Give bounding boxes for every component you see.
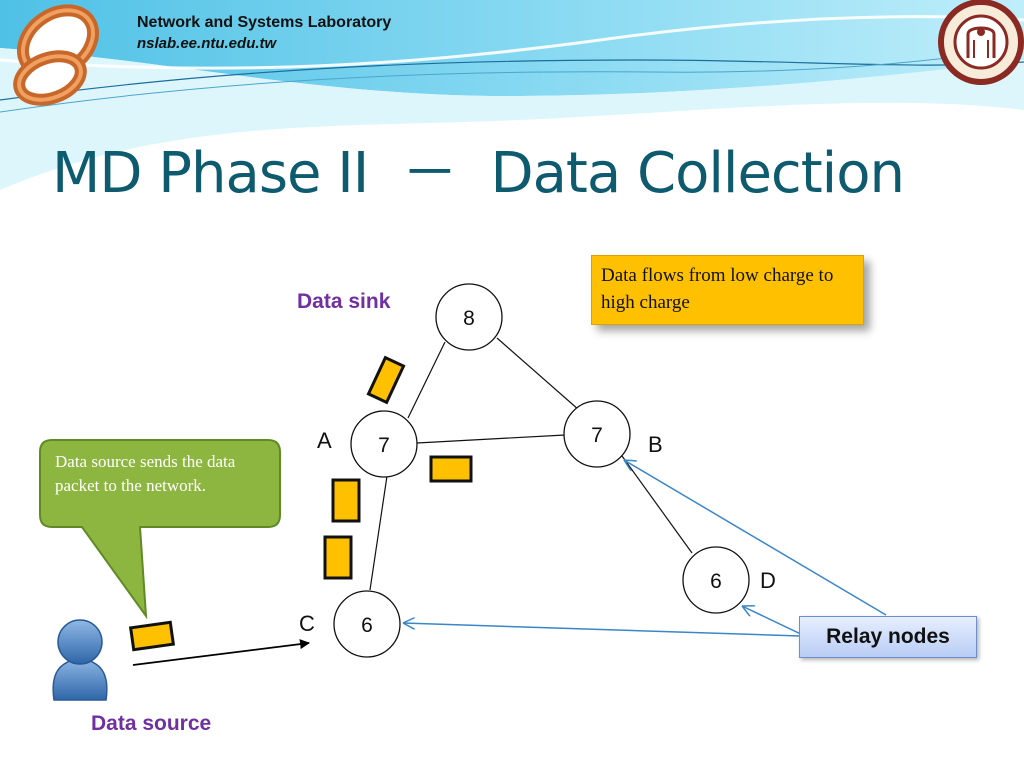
packet-a-c-upper bbox=[331, 478, 361, 523]
packet-a-c-lower bbox=[323, 535, 353, 580]
packet-near-sink bbox=[366, 355, 406, 405]
node-b-charge: 7 bbox=[591, 424, 603, 447]
graph-edges bbox=[369, 337, 693, 591]
source-callout-text: Data source sends the data packet to the… bbox=[55, 452, 236, 495]
lab-name: Network and Systems Laboratory bbox=[137, 14, 392, 31]
university-seal bbox=[938, 0, 1024, 85]
edge-b-d bbox=[621, 455, 693, 554]
lab-logo bbox=[13, 4, 100, 106]
node-d-charge: 6 bbox=[710, 570, 722, 593]
relay-arrow-d bbox=[742, 606, 806, 637]
node-c-charge: 6 bbox=[361, 614, 373, 637]
node-d-letter: D bbox=[760, 568, 776, 593]
edge-a-b bbox=[416, 434, 566, 444]
node-a-letter: A bbox=[317, 428, 332, 453]
edge-a-c bbox=[369, 475, 388, 591]
node-a-charge: 7 bbox=[378, 434, 390, 457]
header-wave bbox=[0, 0, 1024, 190]
edge-top-a bbox=[407, 341, 446, 419]
node-top-charge: 8 bbox=[463, 307, 475, 330]
relay-arrows bbox=[403, 460, 887, 637]
person-icon bbox=[52, 619, 108, 701]
data-sink-label: Data sink bbox=[297, 290, 391, 313]
node-b: 7 bbox=[563, 400, 631, 468]
relay-arrow-b bbox=[624, 460, 887, 616]
edge-top-b bbox=[496, 337, 580, 411]
packet-a-b bbox=[429, 455, 473, 483]
data-packets bbox=[128, 355, 473, 652]
source-arrow bbox=[132, 639, 310, 666]
packet-source bbox=[128, 620, 176, 652]
node-d: 6 bbox=[682, 546, 750, 614]
relay-arrow-c bbox=[403, 623, 801, 637]
slide-title: MD Phase II － Data Collection bbox=[52, 141, 905, 206]
node-c: 6 bbox=[333, 590, 401, 658]
flow-note: Data flows from low charge to high charg… bbox=[591, 255, 864, 325]
source-callout-bubble bbox=[39, 439, 281, 620]
node-top: 8 bbox=[435, 283, 503, 351]
node-b-letter: B bbox=[648, 432, 663, 457]
node-a: 7 bbox=[350, 410, 418, 478]
data-source-label: Data source bbox=[91, 712, 212, 735]
relay-nodes-box: Relay nodes bbox=[799, 616, 977, 658]
lab-url: nslab.ee.ntu.edu.tw bbox=[137, 35, 277, 52]
node-c-letter: C bbox=[299, 611, 315, 636]
